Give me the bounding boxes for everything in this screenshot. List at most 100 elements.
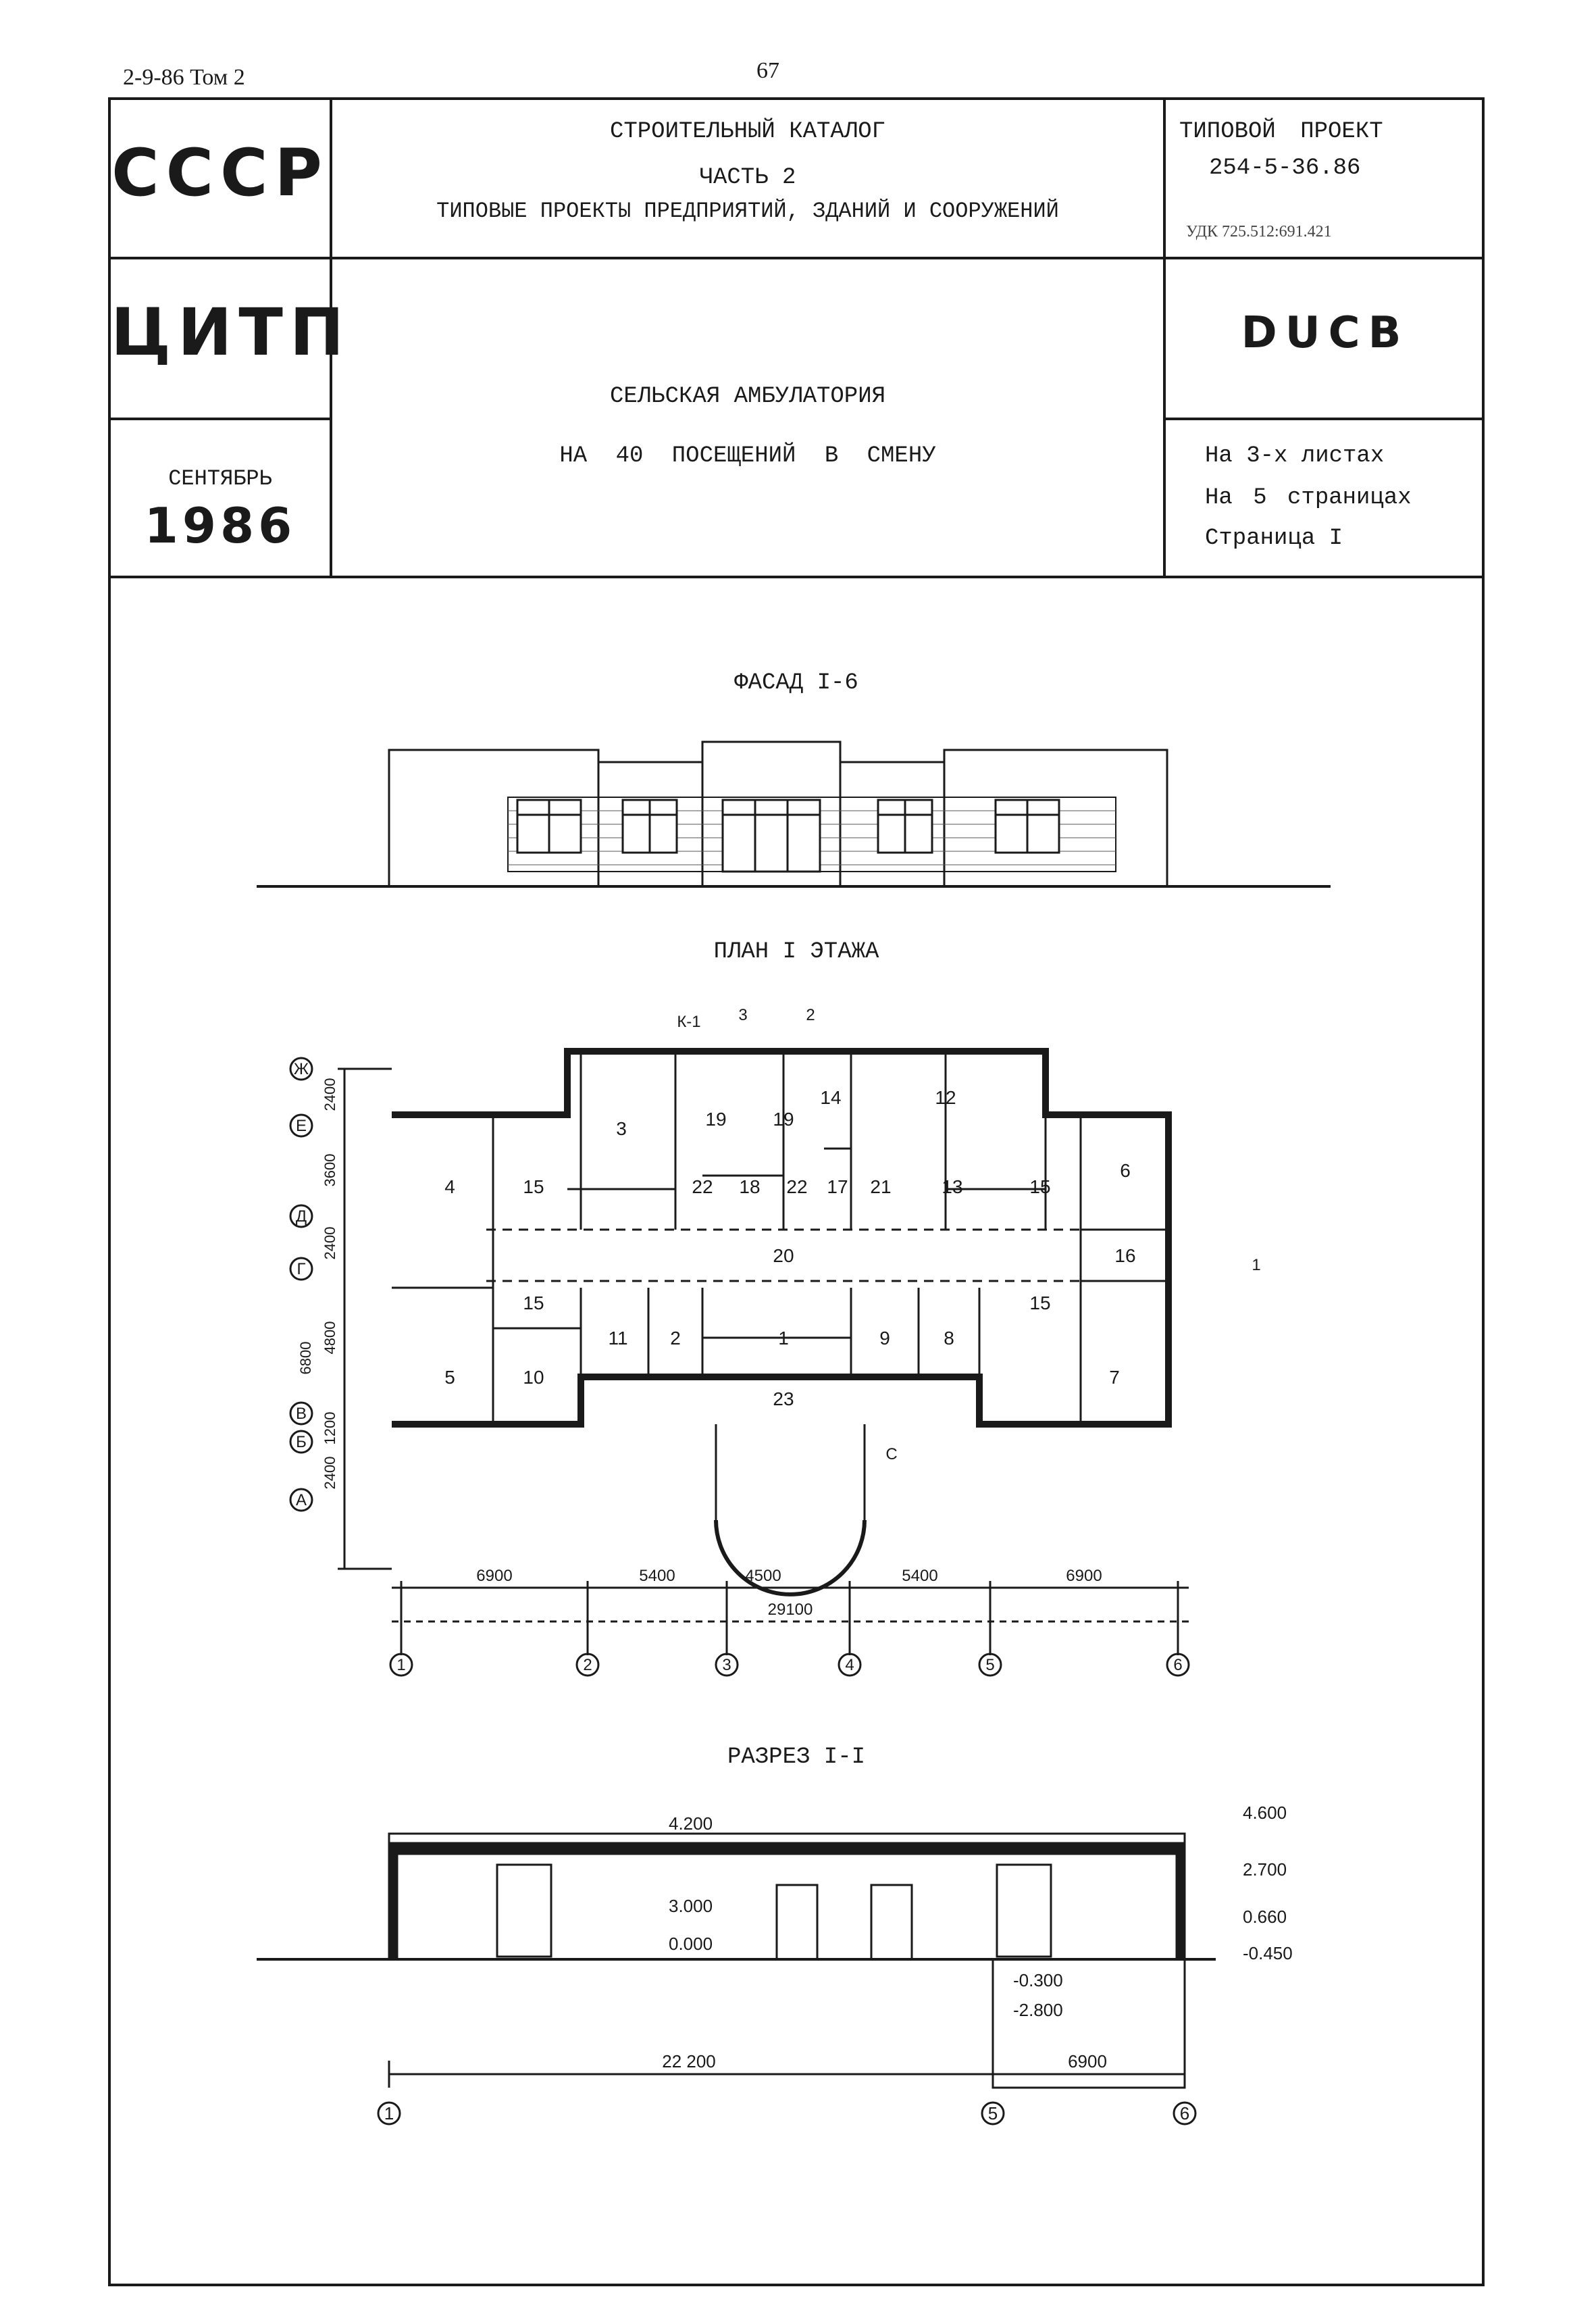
level-0000: 0.000	[669, 1934, 713, 1954]
room-7: 7	[1109, 1367, 1120, 1388]
issue-year: 1986	[144, 497, 297, 554]
dim-5: 6900	[1066, 1567, 1102, 1585]
org-ussr: СССР	[111, 135, 329, 211]
header-divider-bottom	[108, 576, 1485, 578]
dim-left-5: 1200	[321, 1412, 338, 1445]
room-22b: 22	[786, 1176, 807, 1197]
room-19b: 19	[773, 1109, 794, 1130]
room-15d: 15	[1029, 1292, 1050, 1313]
dim-4: 5400	[902, 1567, 937, 1585]
level-m0300: -0.300	[1013, 1970, 1063, 1990]
catalog-subtitle: ТИПОВЫЕ ПРОЕКТЫ ПРЕДПРИЯТИЙ, ЗДАНИЙ И СО…	[436, 199, 1059, 224]
axis-a: А	[296, 1491, 307, 1509]
axis-2: 2	[583, 1656, 592, 1674]
mark-1: 1	[1252, 1256, 1260, 1274]
dim-total: 29100	[768, 1601, 813, 1619]
plan-title: ПЛАН I ЭТАЖА	[713, 939, 879, 965]
issue-month: СЕНТЯБРЬ	[168, 466, 272, 491]
room-15b: 15	[523, 1292, 544, 1313]
col-line-right	[1163, 97, 1166, 577]
catalog-part: ЧАСТЬ 2	[699, 165, 796, 191]
building-subtitle: НА 40 ПОСЕЩЕНИЙ В СМЕНУ	[559, 443, 936, 469]
axis-6: 6	[1173, 1656, 1182, 1674]
section-axis-5: 5	[988, 2103, 998, 2123]
header-divider-1	[108, 257, 1485, 259]
level-2700: 2.700	[1243, 1859, 1287, 1880]
dim-left-6: 2400	[321, 1457, 338, 1490]
axis-g: Г	[297, 1260, 306, 1278]
room-20: 20	[773, 1245, 794, 1266]
room-13: 13	[942, 1176, 962, 1197]
section-axis-1: 1	[384, 2103, 394, 2123]
level-m0450: -0.450	[1243, 1943, 1293, 1963]
room-11: 11	[608, 1328, 627, 1349]
room-9: 9	[879, 1328, 890, 1349]
project-code: DUCB	[1241, 308, 1410, 358]
section-dim-2: 6900	[1068, 2051, 1107, 2071]
project-label: ТИПОВОЙ ПРОЕКТ	[1179, 119, 1383, 145]
room-12: 12	[935, 1087, 956, 1108]
room-6: 6	[1120, 1160, 1131, 1181]
sheet-count: На 3-х листах	[1205, 443, 1385, 469]
mark-k1: К-1	[677, 1013, 700, 1031]
dim-left-1: 2400	[321, 1078, 338, 1111]
section-axis-6: 6	[1180, 2103, 1189, 2123]
room-2: 2	[670, 1328, 681, 1349]
room-8: 8	[944, 1328, 954, 1349]
dim-2: 5400	[639, 1567, 675, 1585]
axis-4: 4	[845, 1656, 854, 1674]
dim-left-4: 4800	[321, 1322, 338, 1355]
room-22a: 22	[692, 1176, 713, 1197]
axis-3: 3	[722, 1656, 731, 1674]
room-21: 21	[870, 1176, 891, 1197]
room-16: 16	[1114, 1245, 1135, 1266]
col-line-left	[330, 97, 332, 577]
room-14: 14	[820, 1087, 841, 1108]
axis-e: Е	[296, 1117, 307, 1135]
project-number: 254-5-36.86	[1209, 155, 1361, 181]
room-23: 23	[773, 1388, 794, 1409]
room-18: 18	[739, 1176, 760, 1197]
dim-1: 6900	[476, 1567, 512, 1585]
room-15a: 15	[523, 1176, 544, 1197]
section-dim-1: 22 200	[662, 2051, 716, 2071]
axis-b: Б	[296, 1433, 307, 1451]
left-col-divider	[108, 418, 331, 420]
mark-c: С	[885, 1445, 897, 1463]
level-4200: 4.200	[669, 1813, 713, 1834]
room-3: 3	[616, 1118, 627, 1139]
building-title: СЕЛЬСКАЯ АМБУЛАТОРИЯ	[609, 384, 886, 409]
dim-3: 4500	[745, 1567, 781, 1585]
right-col-divider	[1164, 418, 1485, 420]
page-number: 67	[756, 58, 779, 83]
dim-left-2: 3600	[321, 1154, 338, 1187]
room-15c: 15	[1029, 1176, 1050, 1197]
level-3000: 3.000	[669, 1896, 713, 1916]
level-m2800: -2.800	[1013, 2000, 1063, 2020]
axis-d: Д	[296, 1207, 307, 1226]
mark-3: 3	[738, 1006, 747, 1024]
level-0660: 0.660	[1243, 1907, 1287, 1927]
axis-5: 5	[985, 1656, 994, 1674]
page-frame	[108, 97, 1485, 2286]
section-drawing: 4.200 3.000 0.000 4.600 2.700 0.660 -0.4…	[257, 1803, 1293, 2126]
axis-zh: Ж	[294, 1060, 309, 1078]
catalog-title: СТРОИТЕЛЬНЫЙ КАТАЛОГ	[609, 119, 886, 145]
dim-left-7: 6800	[297, 1342, 314, 1375]
org-citp: ЦИТП	[111, 295, 351, 370]
mark-2: 2	[806, 1006, 815, 1024]
room-10: 10	[523, 1367, 544, 1388]
axis-v: В	[296, 1405, 307, 1423]
facade-title: ФАСАД I-6	[734, 670, 858, 696]
section-title: РАЗРЕЗ I-I	[727, 1744, 866, 1770]
room-17: 17	[827, 1176, 848, 1197]
room-19a: 19	[705, 1109, 726, 1130]
axis-1: 1	[396, 1656, 405, 1674]
room-4: 4	[444, 1176, 455, 1197]
udk-code: УДК 725.512:691.421	[1186, 223, 1332, 241]
facade-drawing	[257, 740, 1331, 888]
page-count: На 5 страницах	[1205, 485, 1412, 511]
level-4600: 4.600	[1243, 1803, 1287, 1823]
floor-plan-drawing: 4 5 15 15 10 3 11 2 1 23 19 19 22 18 22 …	[289, 1006, 1261, 1677]
series-label: 2-9-86 Том 2	[123, 65, 245, 90]
